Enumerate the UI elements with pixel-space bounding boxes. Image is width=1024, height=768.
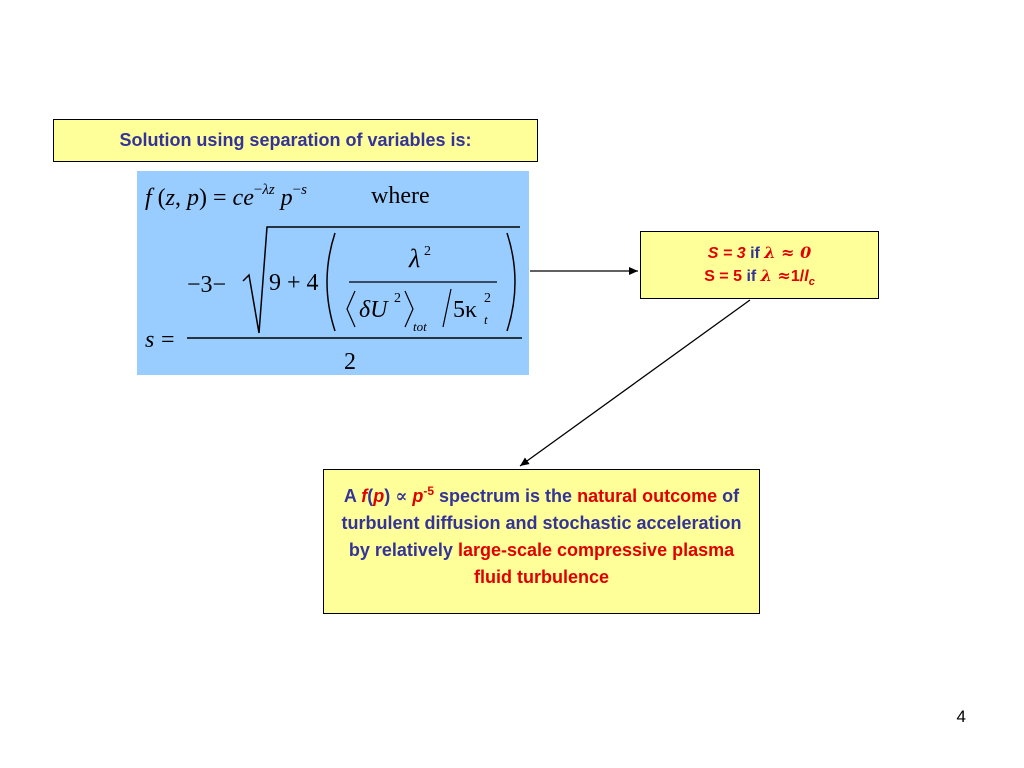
outcome-word: outcome bbox=[642, 486, 718, 506]
conclusion-text: A f(p) ∝ p-5 spectrum is the natural out… bbox=[324, 478, 759, 591]
division-slash bbox=[442, 288, 452, 328]
conditions-box: S = 3 if λ ≈ 0 S = 5 if λ ≈1/lc bbox=[640, 231, 879, 299]
equation-line-1: f (z, p) = ce−λz p−s bbox=[145, 182, 307, 211]
equals-sign: = bbox=[161, 327, 175, 353]
kappa-exponent: 2 bbox=[484, 291, 491, 306]
natural-word: natural bbox=[577, 486, 638, 506]
condition-line-1: S = 3 if λ ≈ 0 bbox=[641, 242, 878, 265]
lambda-approx: λ ≈ bbox=[760, 266, 791, 285]
one-over: 1/ bbox=[790, 268, 805, 285]
equation-panel: f (z, p) = ce−λz p−s where s = −3− 9 + 4… bbox=[137, 171, 529, 375]
lambda-numerator: λ bbox=[408, 244, 420, 273]
conclusion-a: A bbox=[343, 486, 357, 506]
conclusion-turbulence: large-scale compressive plasma fluid tur… bbox=[457, 540, 735, 587]
sqrt-sign bbox=[242, 226, 520, 334]
slide-title-box: Solution using separation of variables i… bbox=[53, 119, 538, 162]
exponent-minus-5: -5 bbox=[423, 484, 434, 498]
tot-subscript: tot bbox=[413, 319, 427, 334]
proportional-symbol: ∝ bbox=[395, 486, 408, 507]
conclusion-close-paren: ) bbox=[384, 486, 391, 506]
nine-plus-four: 9 + 4 bbox=[269, 270, 319, 296]
l-symbol: l bbox=[804, 268, 809, 285]
conclusion-p-power: p bbox=[412, 486, 424, 506]
equation-graphic: f (z, p) = ce−λz p−s where s = −3− 9 + 4… bbox=[145, 182, 522, 375]
slide-title: Solution using separation of variables i… bbox=[119, 130, 472, 150]
conclusion-p: p bbox=[373, 486, 385, 506]
if-word: if bbox=[750, 245, 760, 262]
conclusion-f: f bbox=[361, 486, 368, 506]
s-equals-3: S = 3 bbox=[707, 245, 746, 262]
five-kappa: 5κ bbox=[453, 297, 477, 323]
conclusion-spectrum: spectrum is the bbox=[439, 486, 573, 506]
delta-u: δU bbox=[359, 297, 389, 323]
left-angle-bracket bbox=[346, 290, 356, 328]
s-equals-5: S = 5 bbox=[704, 268, 742, 285]
c-subscript: c bbox=[808, 276, 815, 289]
lambda-exponent: 2 bbox=[424, 244, 431, 259]
condition-line-2: S = 5 if λ ≈1/lc bbox=[641, 265, 878, 293]
delta-u-exponent: 2 bbox=[394, 291, 401, 306]
lambda-approx-zero: λ ≈ 0 bbox=[764, 243, 812, 262]
page-number: 4 bbox=[956, 707, 966, 726]
conclusion-diffusion: of turbulent diffusion and stochastic ac… bbox=[341, 486, 742, 560]
if-word-2: if bbox=[746, 268, 757, 285]
left-paren bbox=[326, 232, 336, 332]
right-paren bbox=[506, 232, 516, 332]
s-label: s bbox=[145, 327, 154, 353]
conclusion-open-paren: ( bbox=[367, 486, 374, 506]
arrow-conditions-to-conclusion bbox=[519, 299, 751, 467]
minus-three: −3− bbox=[187, 272, 226, 298]
denominator-two: 2 bbox=[344, 349, 356, 375]
kappa-subscript: t bbox=[484, 312, 488, 327]
conclusion-box: A f(p) ∝ p-5 spectrum is the natural out… bbox=[323, 469, 760, 614]
where-label: where bbox=[371, 183, 430, 209]
right-angle-bracket bbox=[404, 290, 414, 328]
